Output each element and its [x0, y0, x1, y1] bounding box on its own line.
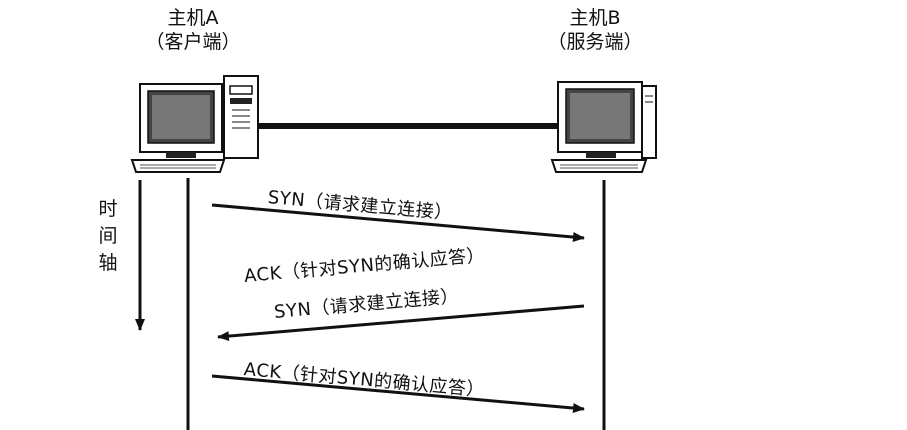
host-a-label: 主机A （客户端） [138, 6, 248, 54]
time-axis-char: 时 [98, 198, 118, 220]
syn-ack-arrow [217, 304, 585, 342]
time-axis-label: 时 间 轴 [96, 196, 120, 277]
host-b-label: 主机B （服务端） [540, 6, 650, 54]
computer-b-icon [550, 81, 657, 173]
computer-a-icon [130, 75, 259, 173]
host-a-role: （客户端） [145, 31, 241, 53]
host-b-role: （服务端） [547, 31, 643, 53]
time-axis-char: 轴 [98, 252, 118, 274]
host-b-title: 主机B [569, 7, 621, 29]
host-a-title: 主机A [167, 7, 219, 29]
ack-arrow [211, 374, 585, 414]
time-axis-char: 间 [98, 225, 118, 247]
syn-arrow [211, 203, 585, 243]
